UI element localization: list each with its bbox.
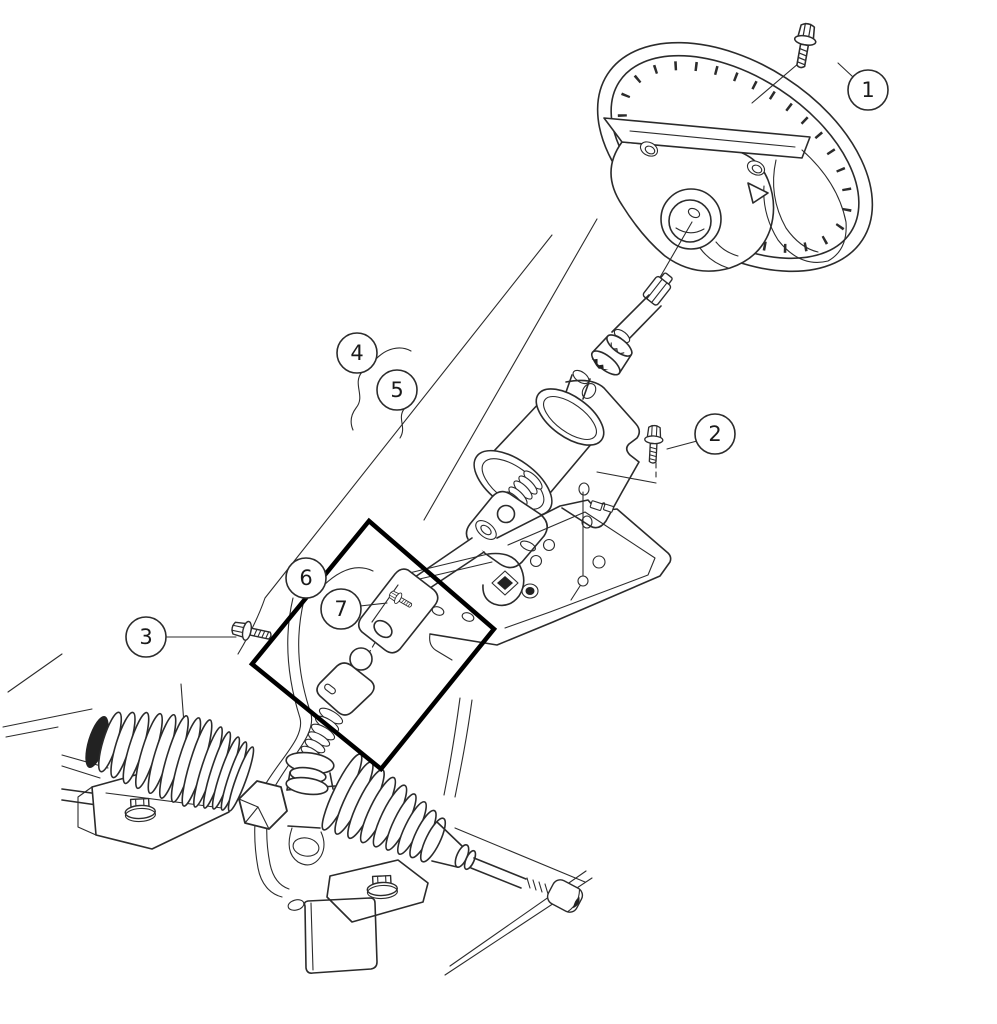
right-mount-bracket	[326, 859, 429, 923]
rack-housing-hex	[238, 780, 288, 830]
callout-7: 7	[320, 588, 362, 630]
callout-5-label: 5	[390, 378, 403, 402]
callout-2-label: 2	[708, 422, 721, 446]
rim-spline-ticks	[617, 61, 853, 253]
hub-screw-boss	[746, 160, 766, 176]
hub-screw-boss	[639, 141, 659, 157]
support-arm	[404, 552, 525, 607]
right-bellows-boot	[321, 753, 477, 871]
bottom-frame-panel	[287, 897, 378, 974]
column-support-bracket	[561, 379, 641, 601]
rack-and-pinion	[2, 653, 593, 976]
bracket-bolt	[596, 424, 665, 484]
tie-rod-end	[546, 879, 584, 913]
callout-2: 2	[694, 413, 736, 455]
steering-shaft	[590, 272, 673, 376]
left-bellows-boot	[85, 711, 255, 812]
shaft-flange-nut	[590, 334, 633, 376]
highlight-box	[248, 517, 498, 773]
lower-universal-joint	[285, 568, 439, 796]
right-tie-rod	[470, 857, 584, 913]
support-strap	[254, 597, 313, 898]
lower-clamp-yoke	[316, 662, 375, 716]
callout-6: 6	[285, 557, 327, 599]
callout-7-label: 7	[334, 597, 347, 621]
callout-5-circle	[376, 369, 418, 411]
callout-leaders	[166, 62, 854, 638]
steering-wheel	[596, 41, 874, 280]
floor-panel	[429, 499, 672, 661]
callout-4-circle	[336, 332, 378, 374]
callout-6-label: 6	[299, 566, 312, 590]
callout-3: 3	[125, 616, 167, 658]
callout-4: 4	[336, 332, 378, 374]
hub-leader-line	[658, 221, 693, 280]
callout-1: 1	[847, 69, 889, 111]
panel-support-leg	[443, 697, 473, 798]
steering-wheel-bolt	[751, 21, 820, 104]
callout-1-label: 1	[861, 78, 874, 102]
callout-2-circle	[694, 413, 736, 455]
steering-column	[414, 369, 605, 592]
callout-4-label: 4	[350, 341, 363, 365]
callout-1-circle	[847, 69, 889, 111]
callout-5: 5	[376, 369, 418, 411]
callout-3-label: 3	[139, 625, 152, 649]
callout-6-circle	[285, 557, 327, 599]
callout-7-circle	[320, 588, 362, 630]
callout-3-circle	[125, 616, 167, 658]
